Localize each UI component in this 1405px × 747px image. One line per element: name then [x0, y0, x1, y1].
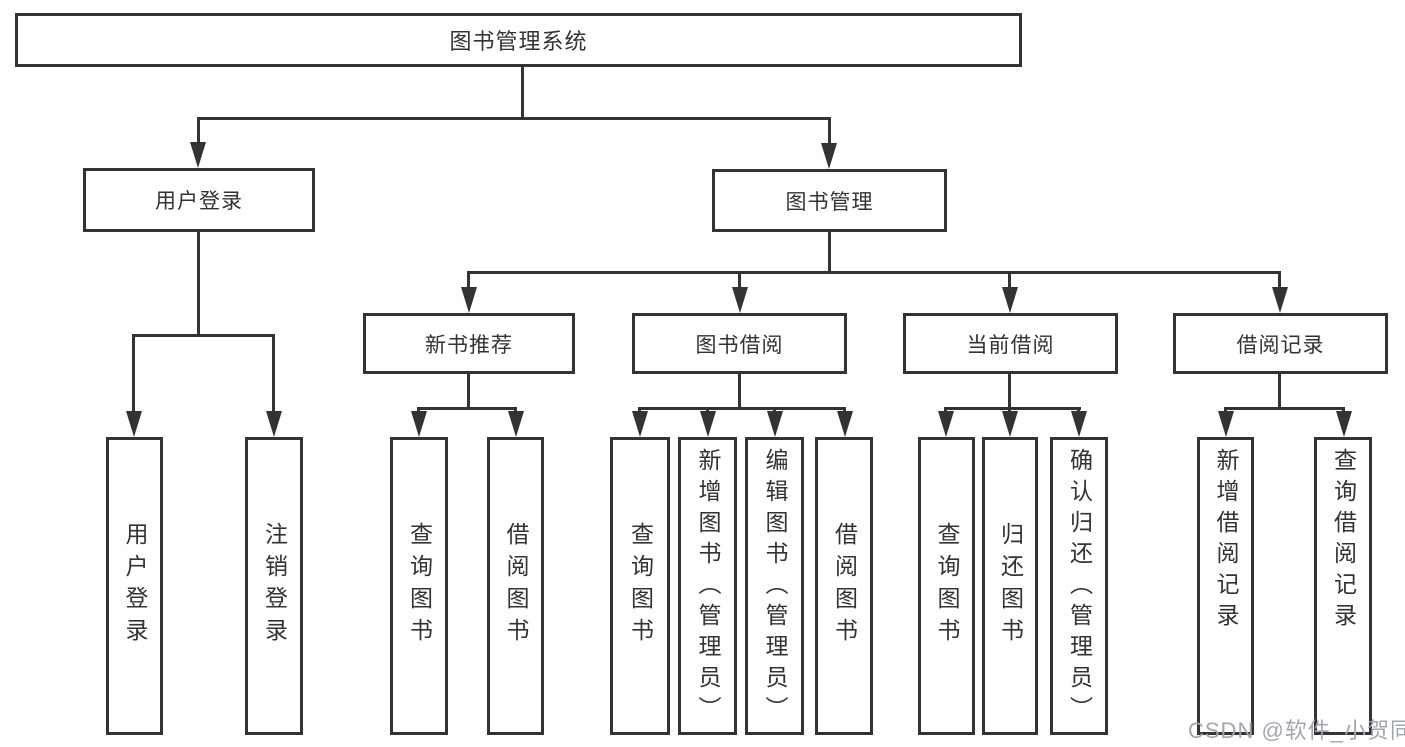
arrowhead-g3-add-books	[700, 411, 716, 437]
arrowhead-leaf-logout	[266, 411, 282, 437]
csdn-watermark: CSDN @软件_小贺同学	[1188, 718, 1405, 743]
connector-arrow-g1-2-shaft	[272, 334, 275, 414]
connector-group1-rail	[133, 334, 275, 337]
connector-arrow-l3-3-shaft	[1008, 271, 1011, 290]
arrowhead-new-book-recommendation	[461, 287, 477, 313]
arrowhead-user-login	[190, 142, 206, 168]
node-book-management: 图书管理	[712, 169, 947, 232]
node-new-book-recommendation: 新书推荐	[363, 313, 575, 374]
connector-group3-rail	[638, 407, 846, 410]
arrowhead-g3-borrow-books	[837, 411, 853, 437]
connector-group2-stub	[467, 374, 470, 409]
arrowhead-book-mgmt	[821, 143, 837, 169]
arrowhead-g3-query-books	[632, 411, 648, 437]
leaf-query-books-borrowing: 查询图书	[610, 437, 670, 735]
connector-group4-stub	[1008, 374, 1011, 409]
arrowhead-g4-return-books	[1002, 411, 1018, 437]
arrowhead-g4-query-books	[938, 411, 954, 437]
connector-arrow-l3-4-shaft	[1278, 271, 1281, 290]
arrowhead-g2-query-books	[411, 411, 427, 437]
leaf-logout: 注销登录	[245, 437, 303, 735]
connector-root-stub	[521, 67, 524, 119]
leaf-borrow-books: 借阅图书	[815, 437, 873, 735]
connector-group4-rail	[945, 407, 1081, 410]
leaf-query-borrow-record: 查询借阅记录	[1314, 437, 1372, 735]
arrowhead-borrowing-records	[1272, 287, 1288, 313]
arrowhead-book-borrowing	[732, 287, 748, 313]
arrowhead-g5-query-record	[1336, 411, 1352, 437]
leaf-add-borrow-record: 新增借阅记录	[1197, 437, 1254, 735]
arrowhead-g4-confirm-return	[1071, 411, 1087, 437]
leaf-query-books-recommend: 查询图书	[390, 437, 448, 735]
leaf-return-books: 归还图书	[982, 437, 1038, 735]
arrowhead-g2-borrow-books	[508, 411, 524, 437]
arrowhead-leaf-user-login	[126, 411, 142, 437]
leaf-confirm-return-admin: 确认归还（管理员）	[1050, 437, 1108, 735]
node-user-login: 用户登录	[83, 168, 315, 232]
connector-user-login-stub	[197, 232, 200, 336]
leaf-edit-books-admin: 编辑图书（管理员）	[745, 437, 804, 735]
connector-group2-rail	[417, 407, 517, 410]
connector-group5-stub	[1278, 374, 1281, 409]
connector-arrow-l3-1-shaft	[467, 271, 470, 290]
node-book-borrowing: 图书借阅	[632, 313, 847, 374]
leaf-query-books-current: 查询图书	[918, 437, 975, 735]
connector-book-mgmt-stub	[828, 232, 831, 273]
root-node-library-management-system: 图书管理系统	[15, 13, 1022, 67]
connector-group3-stub	[738, 374, 741, 409]
connector-arrow-l3-2-shaft	[738, 271, 741, 290]
leaf-add-books-admin: 新增图书（管理员）	[678, 437, 737, 735]
arrowhead-g3-edit-books	[767, 411, 783, 437]
leaf-user-login: 用户登录	[106, 437, 163, 735]
node-current-borrowing: 当前借阅	[903, 313, 1118, 374]
connector-arrow-g1-1-shaft	[132, 334, 135, 414]
connector-arrow-book-mgmt-shaft	[828, 117, 831, 145]
connector-arrow-user-login-shaft	[197, 117, 200, 145]
connector-level3-rail	[468, 271, 1281, 274]
node-borrowing-records: 借阅记录	[1173, 313, 1388, 374]
leaf-borrow-books-recommend: 借阅图书	[487, 437, 544, 735]
connector-group5-rail	[1224, 407, 1345, 410]
arrowhead-current-borrowing	[1002, 287, 1018, 313]
connector-level2-rail	[197, 117, 831, 120]
arrowhead-g5-add-record	[1218, 411, 1234, 437]
